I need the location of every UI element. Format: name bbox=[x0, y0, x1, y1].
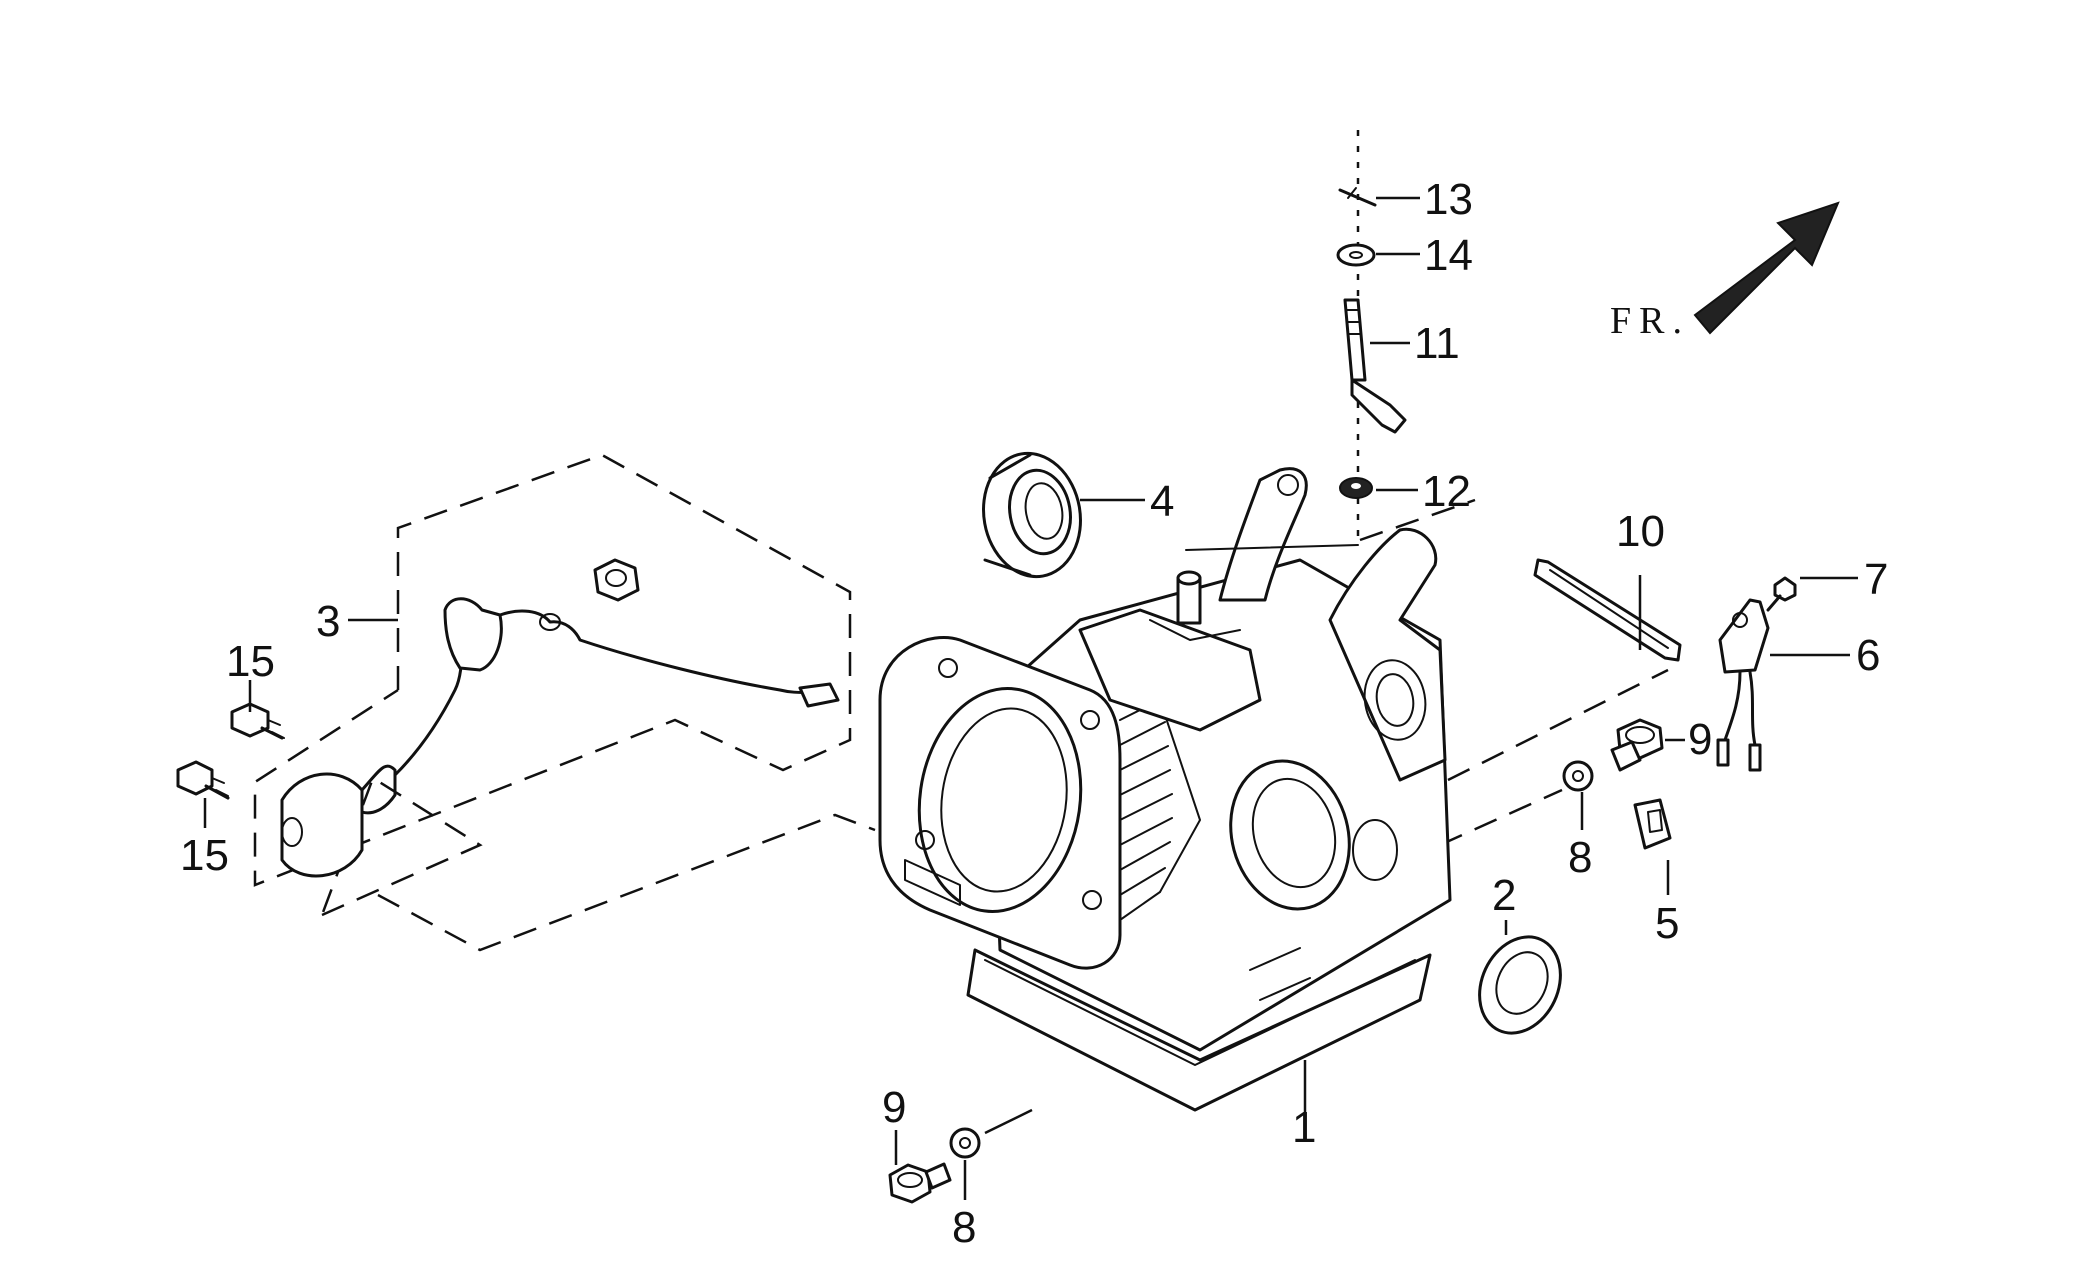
bearing-part bbox=[982, 451, 1082, 579]
callout-10: 10 bbox=[1616, 507, 1665, 556]
plate-part bbox=[1533, 558, 1682, 662]
assembly-dashed-outlines bbox=[253, 453, 1669, 952]
drain-plug-part-right bbox=[1610, 718, 1664, 772]
callout-9-right: 9 bbox=[1688, 715, 1712, 764]
callout-7: 7 bbox=[1864, 555, 1888, 604]
callout-4: 4 bbox=[1150, 477, 1174, 526]
callout-15-upper: 15 bbox=[226, 637, 275, 686]
crankcase-block-part bbox=[878, 467, 1452, 1112]
callout-5: 5 bbox=[1655, 899, 1679, 948]
ignition-coil-part bbox=[280, 597, 840, 878]
oil-seal-part bbox=[1478, 935, 1562, 1035]
callout-leader-lines bbox=[203, 196, 1858, 1200]
bottom-assembly-line bbox=[984, 1108, 1033, 1135]
cap-part bbox=[1633, 798, 1672, 850]
callout-13: 13 bbox=[1424, 175, 1473, 224]
callout-12: 12 bbox=[1422, 467, 1471, 516]
flange-bolt-part-lower bbox=[176, 760, 230, 800]
callout-6: 6 bbox=[1856, 631, 1880, 680]
callout-14: 14 bbox=[1424, 231, 1473, 280]
front-direction-label: FR. bbox=[1610, 300, 1690, 342]
callout-11: 11 bbox=[1414, 319, 1460, 368]
callout-3: 3 bbox=[316, 597, 340, 646]
sealing-washer-part-bottom bbox=[949, 1127, 981, 1159]
front-direction-arrow bbox=[1693, 201, 1840, 335]
washer-part-upper bbox=[1336, 243, 1376, 267]
washer-part-lower bbox=[1339, 477, 1373, 499]
screw-part bbox=[1766, 576, 1797, 612]
callout-15-lower: 15 bbox=[180, 831, 229, 880]
callout-9-bottom: 9 bbox=[882, 1083, 906, 1132]
callout-8-bottom: 8 bbox=[952, 1203, 976, 1252]
flange-nut-part bbox=[593, 558, 640, 602]
oil-sensor-part bbox=[1716, 598, 1770, 772]
callout-2: 2 bbox=[1492, 871, 1516, 920]
flange-bolt-part-upper bbox=[230, 702, 285, 740]
callout-1: 1 bbox=[1292, 1103, 1316, 1152]
circlip-part bbox=[1338, 187, 1377, 207]
callout-8-right: 8 bbox=[1568, 833, 1592, 882]
drain-plug-part-bottom bbox=[888, 1162, 952, 1204]
sealing-washer-part-right bbox=[1562, 760, 1594, 792]
